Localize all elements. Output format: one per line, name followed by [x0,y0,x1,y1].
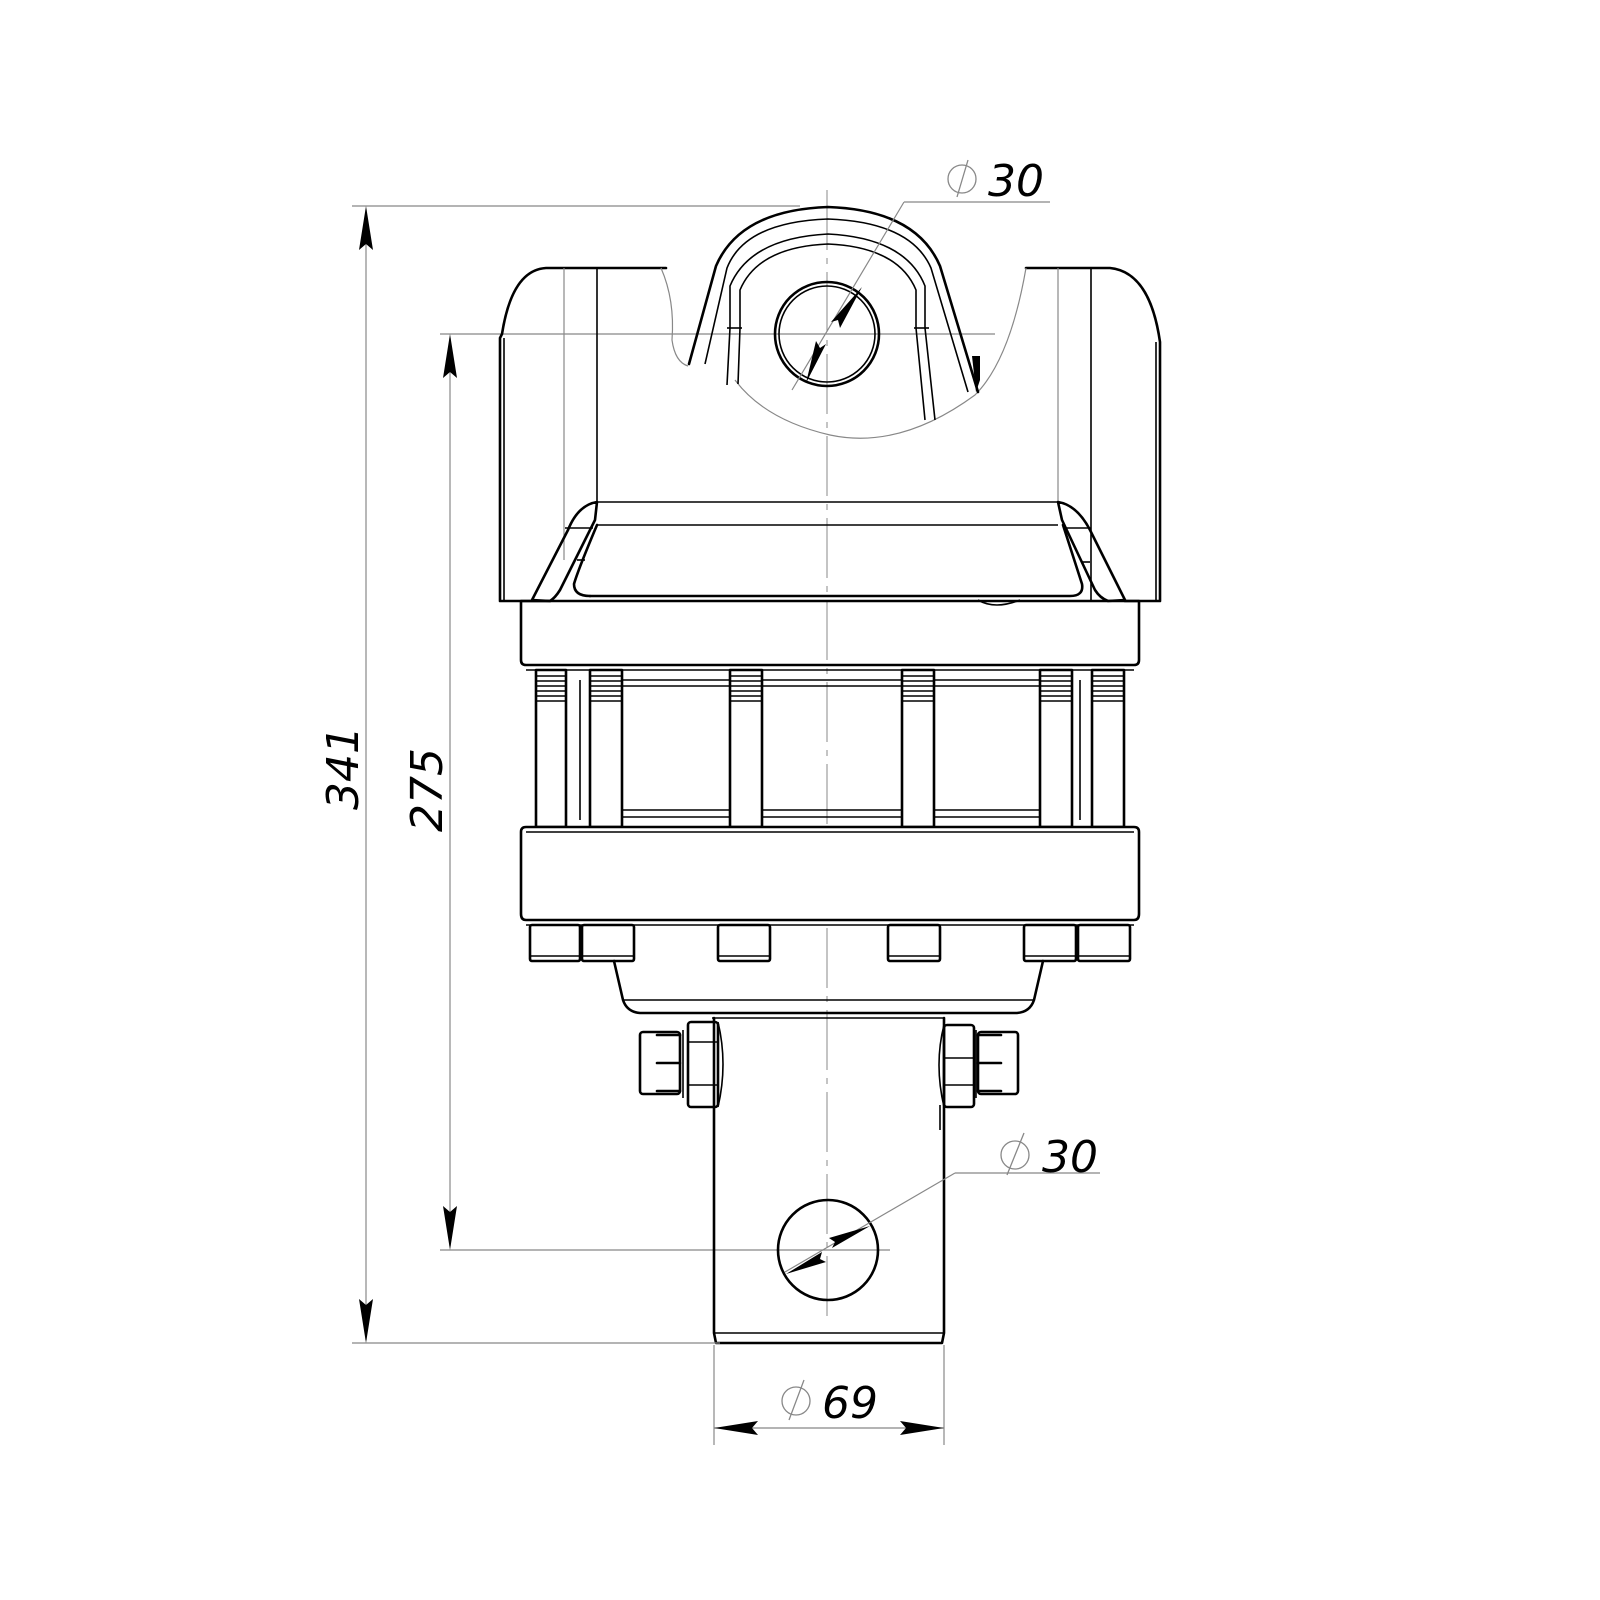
dimension-top-pin-diameter: 30 [791,156,1050,391]
dimension-overall-height: 341 [318,205,800,1344]
dimension-69-label: 69 [822,1378,878,1429]
nuts [528,923,1132,963]
yoke-skirt [530,500,1127,606]
bolt-cage [534,668,1126,829]
dimension-341-label: 341 [318,726,369,810]
bolt [1038,668,1074,829]
bolt [900,668,936,829]
upper-flange [519,599,1141,671]
dimension-top-30-label: 30 [988,156,1044,207]
motor-body [612,959,1045,1019]
bolt [728,668,764,829]
dimension-bottom-30-label: 30 [1042,1132,1098,1183]
dimension-shaft-diameter: 69 [713,1345,945,1445]
bolt [588,668,624,829]
hydraulic-port-left [638,1020,724,1109]
bolt [534,668,568,829]
hydraulic-port-right [938,1023,1020,1109]
dimension-pin-height: 275 [402,334,457,1250]
top-yoke-housing [498,205,1162,603]
dimension-bottom-pin-diameter: 30 [784,1132,1100,1274]
lower-flange [519,825,1141,926]
center-lines [440,190,995,1320]
bolt [1090,668,1126,829]
dimension-275-label: 275 [402,748,453,832]
output-shaft [712,1016,946,1345]
